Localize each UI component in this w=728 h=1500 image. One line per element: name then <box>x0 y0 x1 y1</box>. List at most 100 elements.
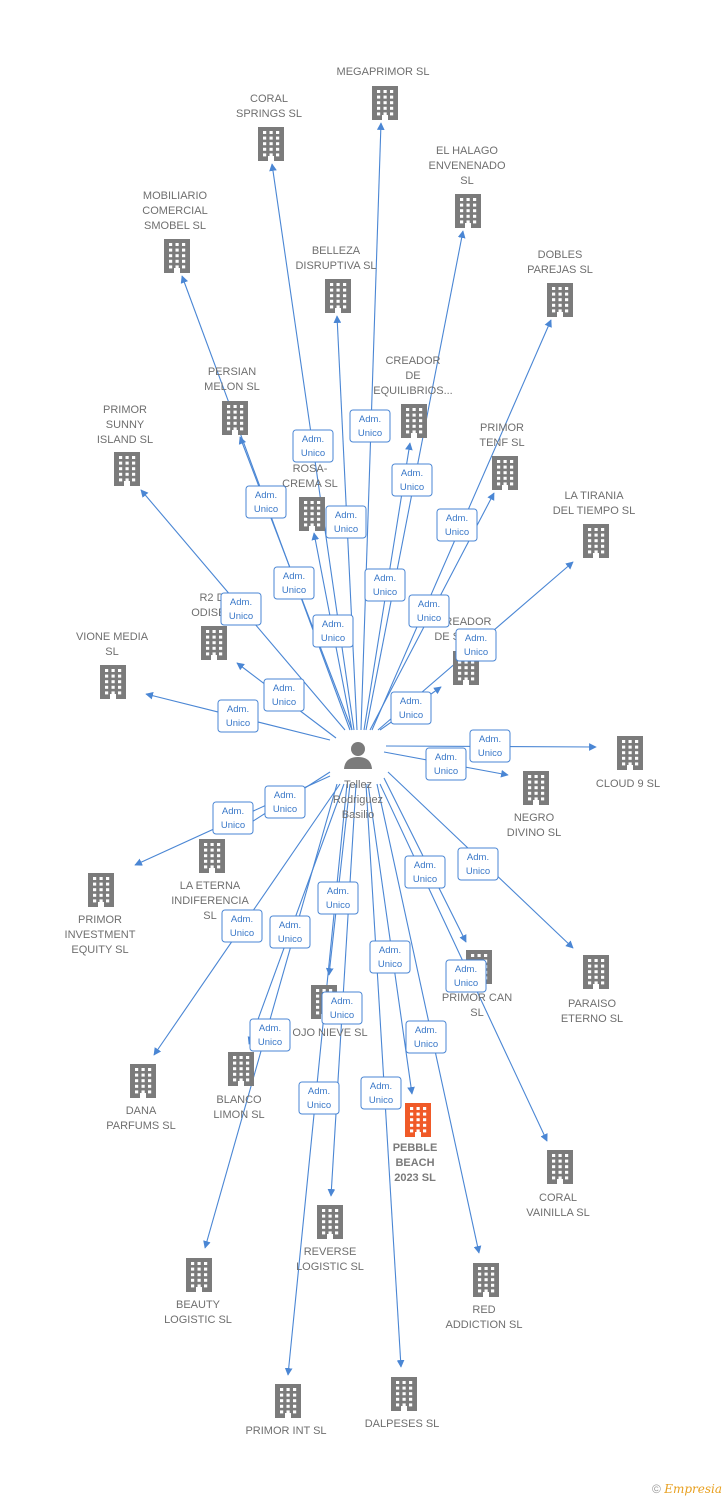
relation-edge <box>203 783 338 1249</box>
svg-text:Adm.Unico: Adm.Unico <box>400 468 424 493</box>
company-building-icon[interactable] <box>88 873 114 907</box>
company-building-icon[interactable] <box>372 86 398 120</box>
role-badge: Adm.Unico <box>273 566 315 600</box>
role-badge: Adm.Unico <box>455 628 497 662</box>
svg-text:Adm.Unico: Adm.Unico <box>399 696 423 721</box>
company-name[interactable]: OJO NIEVE SL <box>292 1027 367 1039</box>
svg-text:Adm.Unico: Adm.Unico <box>278 920 302 945</box>
svg-text:Adm.Unico: Adm.Unico <box>226 704 250 729</box>
role-badge: Adm.Unico <box>457 847 499 881</box>
company-name[interactable]: MEGAPRIMOR SL <box>337 66 430 78</box>
company-building-icon[interactable] <box>317 1205 343 1239</box>
relation-edge <box>327 783 357 1197</box>
person-icon[interactable] <box>344 742 372 769</box>
role-badge: Adm.Unico <box>298 1081 340 1115</box>
svg-text:Adm.Unico: Adm.Unico <box>334 510 358 535</box>
role-badge: Adm.Unico <box>436 508 478 542</box>
svg-text:Adm.Unico: Adm.Unico <box>378 945 402 970</box>
company-name[interactable]: PRIMOR INT SL <box>245 1425 326 1437</box>
company-building-icon[interactable] <box>228 1052 254 1086</box>
company-building-icon[interactable] <box>401 404 427 438</box>
company-building-icon[interactable] <box>583 524 609 558</box>
svg-text:Adm.Unico: Adm.Unico <box>445 513 469 538</box>
company-building-icon[interactable] <box>583 955 609 989</box>
role-badge: Adm.Unico <box>369 940 411 974</box>
company-building-icon[interactable] <box>473 1263 499 1297</box>
svg-text:Adm.Unico: Adm.Unico <box>307 1086 331 1111</box>
role-badge: Adm.Unico <box>425 747 467 781</box>
company-name[interactable]: DALPESES SL <box>365 1418 440 1430</box>
role-badge: Adm.Unico <box>220 592 262 626</box>
svg-text:Adm.Unico: Adm.Unico <box>282 571 306 596</box>
company-building-icon[interactable] <box>275 1384 301 1418</box>
company-building-icon[interactable] <box>199 839 225 873</box>
company-building-icon[interactable] <box>391 1377 417 1411</box>
company-building-icon[interactable] <box>258 127 284 161</box>
svg-text:Adm.Unico: Adm.Unico <box>330 996 354 1021</box>
company-building-icon[interactable] <box>130 1064 156 1098</box>
svg-text:Adm.Unico: Adm.Unico <box>417 599 441 624</box>
brand-logo[interactable]: Empresia <box>664 1482 722 1496</box>
company-building-icon[interactable] <box>455 194 481 228</box>
company-building-icon[interactable] <box>222 401 248 435</box>
company-building-icon[interactable] <box>164 239 190 273</box>
company-building-icon[interactable] <box>617 736 643 770</box>
svg-text:Adm.Unico: Adm.Unico <box>413 860 437 885</box>
company-name[interactable]: CLOUD 9 SL <box>596 778 660 790</box>
svg-text:Adm.Unico: Adm.Unico <box>478 734 502 759</box>
svg-text:Adm.Unico: Adm.Unico <box>454 964 478 989</box>
role-badge: Adm.Unico <box>263 678 305 712</box>
role-badge: Adm.Unico <box>264 785 306 819</box>
role-badge: Adm.Unico <box>408 594 450 628</box>
company-building-icon[interactable] <box>547 1150 573 1184</box>
role-badge: Adm.Unico <box>221 909 263 943</box>
role-badge: Adm.Unico <box>364 568 406 602</box>
company-building-icon[interactable] <box>100 665 126 699</box>
svg-text:Adm.Unico: Adm.Unico <box>230 914 254 939</box>
company-building-icon[interactable] <box>523 771 549 805</box>
svg-text:Adm.Unico: Adm.Unico <box>326 886 350 911</box>
company-building-icon[interactable] <box>186 1258 212 1292</box>
company-building-icon[interactable] <box>547 283 573 317</box>
svg-text:Adm.Unico: Adm.Unico <box>358 414 382 439</box>
company-building-icon-focus[interactable] <box>405 1103 431 1137</box>
svg-text:Adm.Unico: Adm.Unico <box>229 597 253 622</box>
role-badge: Adm.Unico <box>405 1020 447 1054</box>
company-building-icon[interactable] <box>201 626 227 660</box>
svg-text:Adm.Unico: Adm.Unico <box>434 752 458 777</box>
company-building-icon[interactable] <box>299 497 325 531</box>
relation-edge <box>376 783 482 1254</box>
company-building-icon[interactable] <box>325 279 351 313</box>
company-building-icon[interactable] <box>114 452 140 486</box>
svg-text:Adm.Unico: Adm.Unico <box>258 1023 282 1048</box>
role-badge: Adm.Unico <box>349 409 391 443</box>
role-badge: Adm.Unico <box>325 505 367 539</box>
relation-edge <box>325 783 351 976</box>
company-building-icon[interactable] <box>492 456 518 490</box>
company-name[interactable]: ROSA-CREMA SL <box>282 463 338 490</box>
